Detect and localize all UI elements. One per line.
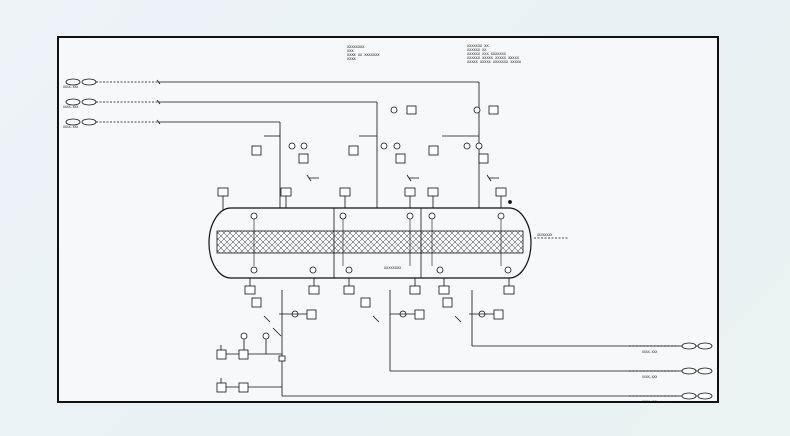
svg-text:XXXXXX XXXXX XXXXX XXXXX: XXXXXX XXXXX XXXXX XXXXX (467, 56, 520, 60)
title-block-right: XXXXXXX XX XXXXXX XX XXXXXX XXX XXXXXXX … (467, 44, 522, 64)
pid-drawing: XXXXXXXX XXX XXXX XX XXXXXXX XXXX XXXXXX… (63, 44, 713, 404)
svg-text:XXXXXX XXX XXXXXXX: XXXXXX XXX XXXXXXX (467, 52, 507, 56)
svg-text:XXXXX XXXXX XXXXXXX XXXXX: XXXXX XXXXX XXXXXXX XXXXX (467, 60, 522, 64)
inlet-tag-2: XXXX-XXX (63, 105, 78, 109)
outlet-tag-3: XXXX-XXX (642, 400, 657, 404)
outlet-tag-2: XXXX-XXX (642, 375, 657, 379)
inlet-tag-3: XXXX-XXX (63, 125, 78, 129)
svg-text:XXXXXX XX: XXXXXX XX (467, 48, 487, 52)
inlet-line-1: XXXX-XXX (63, 78, 480, 208)
outlet-headers (278, 290, 699, 397)
horizontal-vessel: XXXXXXXX (208, 207, 532, 279)
outlet-tag-1: XXXX-XXX (642, 350, 657, 354)
svg-text:XXXX XX XXXXXXX: XXXX XX XXXXXXX (347, 53, 380, 57)
svg-text:XXXXXXXX: XXXXXXXX (347, 45, 365, 49)
inlet-line-3: XXXX-XXX (63, 118, 281, 208)
upper-control-valves (251, 135, 499, 182)
vent-tag: XXXXXXXX (537, 233, 552, 237)
outlet-terminators: XXXX-XXX XXXX-XXX XXXX-XXX (629, 342, 713, 404)
inlet-tag-1: XXXX-XXX (63, 85, 78, 89)
lower-control-valves (251, 297, 504, 323)
top-nozzles (217, 187, 507, 210)
bottom-nozzles (244, 278, 515, 295)
lower-left-instruments (216, 327, 282, 393)
svg-text:XXX: XXX (347, 49, 354, 53)
inlet-line-2: XXXX-XXX (63, 98, 378, 208)
svg-text:XXXX: XXXX (347, 57, 356, 61)
vent-line: XXXXXXXX (508, 200, 569, 239)
pid-drawing-sheet: XXXXXXXX XXX XXXX XX XXXXXXX XXXX XXXXXX… (57, 36, 719, 404)
title-block-left: XXXXXXXX XXX XXXX XX XXXXXXX XXXX (347, 45, 380, 61)
svg-text:XXXXXXX XX: XXXXXXX XX (467, 44, 489, 48)
vessel-tag: XXXXXXXX (384, 266, 402, 270)
